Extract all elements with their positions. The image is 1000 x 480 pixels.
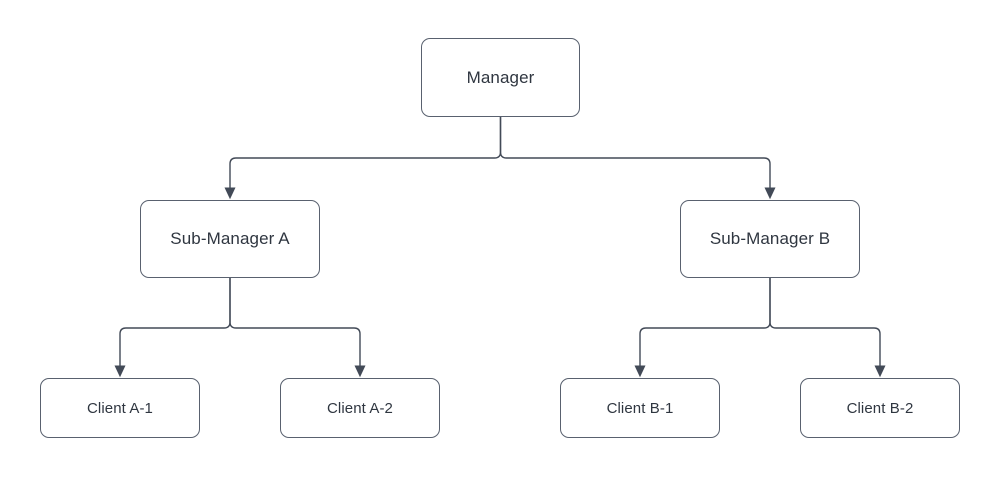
node-sub-manager-b[interactable]: Sub-Manager B [680,200,860,278]
node-client-a-1[interactable]: Client A-1 [40,378,200,438]
node-client-b-1-label: Client B-1 [606,399,674,417]
node-client-a-1-label: Client A-1 [86,399,154,417]
node-client-a-2-label: Client A-2 [326,399,394,417]
edge-sub-manager-b-client-b-1 [634,278,771,378]
edge-manager-sub-manager-a [224,117,502,200]
node-sub-manager-a-label: Sub-Manager A [170,229,290,248]
edge-manager-sub-manager-b [499,117,776,200]
edge-sub-manager-b-client-b-2 [769,278,886,378]
node-client-a-2[interactable]: Client A-2 [280,378,440,438]
edge-sub-manager-a-client-a-2 [229,278,366,378]
node-client-b-2-label: Client B-2 [846,399,914,417]
node-manager-label: Manager [466,67,535,87]
edge-sub-manager-a-client-a-1 [114,278,231,378]
node-manager[interactable]: Manager [421,38,580,117]
node-sub-manager-a[interactable]: Sub-Manager A [140,200,320,278]
node-client-b-2[interactable]: Client B-2 [800,378,960,438]
node-client-b-1[interactable]: Client B-1 [560,378,720,438]
node-sub-manager-b-label: Sub-Manager B [709,229,831,248]
